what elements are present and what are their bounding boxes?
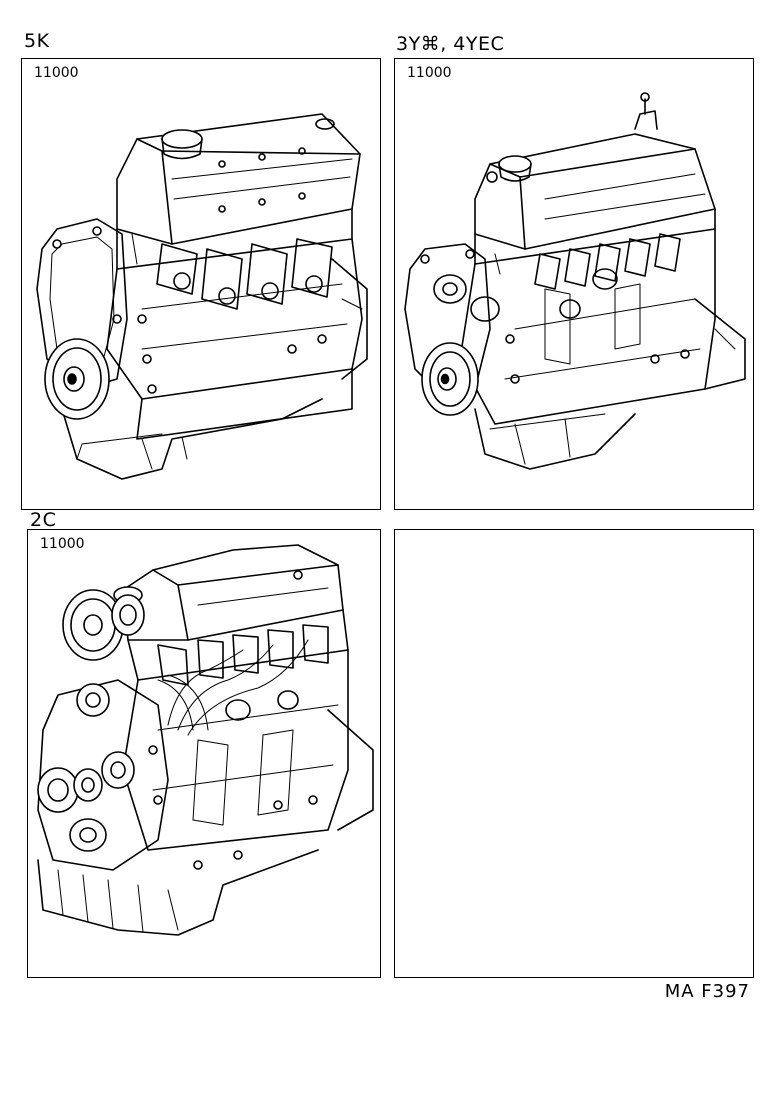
part-number-3y-4yec: 11000	[407, 65, 452, 81]
panel-engine-2c: 11000	[27, 529, 381, 978]
part-number-2c: 11000	[40, 536, 85, 552]
heading-5k: 5K	[24, 30, 50, 52]
engine-3y-4yec-drawing-icon	[404, 92, 746, 470]
heading-3y-4yec: 3Y⌘, 4YEC	[396, 33, 505, 55]
panel-engine-3y-4yec: 11000	[394, 58, 754, 510]
figure-code: MA F397	[664, 981, 750, 1002]
panel-engine-5k: 11000	[21, 58, 381, 510]
panel-empty	[394, 529, 754, 978]
engine-5k-drawing-icon	[36, 113, 368, 480]
heading-2c: 2C	[30, 509, 57, 531]
part-number-5k: 11000	[34, 65, 79, 81]
engine-2c-drawing-icon	[37, 544, 374, 936]
